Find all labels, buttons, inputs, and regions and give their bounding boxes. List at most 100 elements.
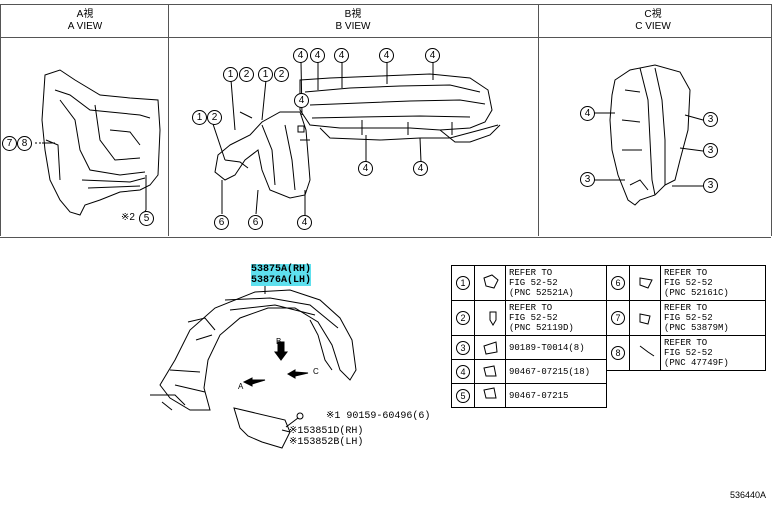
flap-rh-number: 53851D(RH) [303,426,364,437]
view-divider-ab [168,4,169,236]
callout-b-2b: 2 [274,67,289,82]
callout-b-4a: 4 [293,48,308,63]
callout-b-4h: 4 [413,161,428,176]
direction-label-b: B [276,337,282,346]
legend-line: FIG 52-52 [664,348,713,358]
callout-b-4b: 4 [310,48,325,63]
a-view-title-en: A VIEW [67,21,103,32]
part-icon [474,335,506,360]
legend-number-cell: 3 [451,335,475,360]
legend-number-cell: 5 [451,383,475,408]
b-view-title-en: B VIEW [335,21,371,32]
legend-description[interactable]: 90467-07215(18) [505,359,607,384]
direction-label-c: C [313,367,319,376]
flap-rh-part[interactable]: ※153851D(RH) [289,426,363,437]
callout-a-5: 5 [139,211,154,226]
flap-lh-number: 53852B(LH) [303,437,364,448]
b-view-liner-drawing [214,73,501,199]
flap-lh-part[interactable]: ※153852B(LH) [289,437,363,448]
legend-number: 8 [611,346,625,360]
callout-c-3c: 3 [703,143,718,158]
note-a-2: ※2 [121,212,135,223]
legend-line: REFER TO [664,303,708,313]
callout-b-4f: 4 [294,93,309,108]
legend-line: 90467-07215 [509,390,569,401]
callout-c-3d: 3 [703,178,718,193]
bolt-note: ※1 [326,411,341,422]
a-view-title: A視 A VIEW [40,9,130,33]
legend-number: 5 [456,388,470,403]
part-number-rh[interactable]: 53875A(RH) [251,264,312,275]
legend-number: 7 [611,311,625,325]
callout-b-2a: 2 [239,67,254,82]
legend-line: (PNC 52161C) [664,288,729,298]
view-divider-bc [538,4,539,236]
callout-b-4c: 4 [334,48,349,63]
legend-number-cell: 8 [606,335,630,371]
legend-line: REFER TO [509,268,553,278]
part-icon [474,383,506,408]
legend-row: 4 90467-07215(18) [451,359,607,384]
legend-description[interactable]: 90467-07215 [505,383,607,408]
part-icon [474,265,506,301]
c-view-liner-drawing [609,64,691,206]
b-view-title-jp: B視 [344,9,362,20]
bolt-part-number: 90159-60496(6) [346,411,431,422]
callout-b-2c: 2 [207,110,222,125]
legend-number-cell: 1 [451,265,475,301]
legend-number-cell: 4 [451,359,475,384]
legend-line: FIG 52-52 [509,278,558,288]
legend-number-cell: 2 [451,300,475,336]
callout-b-1c: 1 [192,110,207,125]
callout-c-4: 4 [580,106,595,121]
direction-arrows [242,341,309,387]
legend-number: 2 [456,311,470,325]
legend-line: 90467-07215(18) [509,366,591,377]
part-icon [629,300,661,336]
flap-rh-note: ※1 [289,426,304,437]
callout-b-4g: 4 [358,161,373,176]
legend-line: 90189-T0014(8) [509,342,585,353]
fender-liner-drawing [150,284,357,411]
c-view-title-jp: C視 [644,9,662,20]
callout-b-1a: 1 [223,67,238,82]
views-frame [0,4,771,238]
bolt-part[interactable]: ※1 90159-60496(6) [326,411,430,422]
part-number-lh[interactable]: 53876A(LH) [251,275,312,286]
callout-c-3a: 3 [580,172,595,187]
a-view-liner-drawing [35,69,161,216]
part-icon [474,359,506,384]
legend-line: (PNC 47749F) [664,358,729,368]
legend-line: FIG 52-52 [664,313,713,323]
legend-number-cell: 7 [606,300,630,336]
part-icon [474,300,506,336]
callout-a-8: 8 [17,136,32,151]
callout-b-6a: 6 [214,215,229,230]
legend-line: (PNC 52119D) [509,323,574,333]
callout-a-7: 7 [2,136,17,151]
legend-line: REFER TO [664,338,708,348]
legend-description[interactable]: 90189-T0014(8) [505,335,607,360]
callout-b-4d: 4 [379,48,394,63]
c-view-title-en: C VIEW [635,21,671,32]
legend-line: REFER TO [664,268,708,278]
part-icon [629,335,661,371]
legend-line: (PNC 53879M) [664,323,729,333]
callout-c-3b: 3 [703,112,718,127]
legend-number: 1 [456,276,470,290]
flap-lh-note: ※1 [289,437,304,448]
legend-line: (PNC 52521A) [509,288,574,298]
